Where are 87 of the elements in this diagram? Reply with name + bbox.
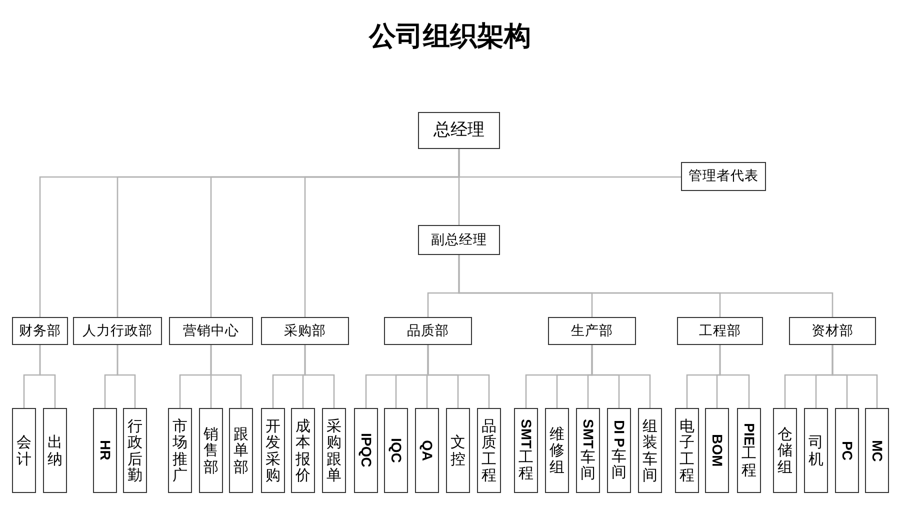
unit-label: 会计: [16, 434, 32, 467]
unit-box: [123, 408, 147, 493]
department-label: 品质部: [407, 322, 449, 341]
unit-box: [675, 408, 699, 493]
unit-label: 司机: [808, 434, 824, 467]
unit-box: [261, 408, 285, 493]
unit-label: 品质工程: [482, 418, 496, 484]
unit-box: [446, 408, 470, 493]
unit-box: [415, 408, 439, 493]
unit-label: 仓储组: [778, 426, 792, 476]
connector-line: [39, 345, 56, 408]
unit-box: [322, 408, 346, 493]
unit-box: [199, 408, 223, 493]
unit-label: 跟单部: [234, 426, 248, 476]
unit-label: 市场推广: [172, 418, 188, 484]
unit-box: [229, 408, 253, 493]
department-box: [169, 317, 253, 345]
unit-label: HR: [97, 440, 113, 461]
department-box: [12, 317, 68, 345]
department-box: [384, 317, 472, 345]
department-box: [677, 317, 763, 345]
unit-box: [291, 408, 315, 493]
unit-label: 开发采购: [266, 418, 280, 484]
unit-box: [384, 408, 408, 493]
unit-label: SMT工程: [518, 419, 534, 482]
unit-box: [576, 408, 600, 493]
unit-label: SMT车间: [580, 419, 596, 482]
unit-label: MC: [869, 440, 885, 462]
unit-label: PC: [839, 440, 855, 460]
department-box: [789, 317, 876, 345]
unit-box: [737, 408, 761, 493]
unit-label: 文控: [450, 434, 466, 467]
unit-box: [773, 408, 797, 493]
department-label: 采购部: [284, 322, 326, 341]
unit-label: 维修组: [550, 426, 564, 476]
unit-box: [43, 408, 67, 493]
unit-label: 成本报价: [296, 418, 310, 484]
unit-label: QA: [419, 440, 435, 461]
unit-box: [514, 408, 538, 493]
chart-title: 公司组织架构: [368, 20, 532, 54]
connector-line: [591, 345, 651, 408]
unit-box: [705, 408, 729, 493]
department-label: 人力行政部: [82, 322, 152, 341]
connector-line: [210, 345, 242, 408]
connector-line: [304, 149, 460, 317]
unit-label: IPQC: [358, 433, 374, 468]
connector-line: [719, 345, 750, 408]
unit-label: IQC: [388, 438, 404, 463]
department-label: 资材部: [812, 322, 854, 341]
department-label: 生产部: [571, 322, 613, 341]
connector-line: [304, 345, 335, 408]
department-label: 总经理: [434, 118, 484, 142]
department-label: 管理者代表: [688, 167, 758, 186]
unit-label: 电子工程: [680, 418, 694, 484]
connector-line: [458, 255, 834, 317]
unit-box: [804, 408, 828, 493]
department-box: [418, 112, 500, 149]
unit-label: 采购跟单: [326, 418, 342, 484]
connector-line: [116, 345, 136, 408]
unit-box: [545, 408, 569, 493]
unit-label: 行政后勤: [128, 418, 142, 484]
department-label: 副总经理: [431, 230, 487, 250]
connector-line: [832, 345, 878, 408]
unit-box: [835, 408, 859, 493]
unit-label: DI P车间: [611, 420, 627, 481]
unit-label: 组装车间: [642, 418, 658, 484]
unit-box: [865, 408, 889, 493]
unit-box: [168, 408, 192, 493]
unit-box: [354, 408, 378, 493]
unit-label: BOM: [709, 434, 725, 467]
department-label: 营销中心: [183, 322, 239, 341]
department-box: [681, 162, 766, 191]
unit-box: [477, 408, 501, 493]
unit-label: PIE工程: [741, 422, 757, 478]
department-label: 财务部: [19, 322, 61, 341]
department-box: [73, 317, 162, 345]
unit-box: [12, 408, 36, 493]
department-box: [418, 225, 500, 255]
unit-label: 销售部: [204, 426, 218, 476]
unit-box: [638, 408, 662, 493]
department-box: [548, 317, 636, 345]
unit-label: 出纳: [48, 434, 62, 467]
department-label: 工程部: [699, 322, 741, 341]
connector-line: [427, 345, 490, 408]
unit-box: [607, 408, 631, 493]
unit-box: [93, 408, 117, 493]
department-box: [261, 317, 349, 345]
